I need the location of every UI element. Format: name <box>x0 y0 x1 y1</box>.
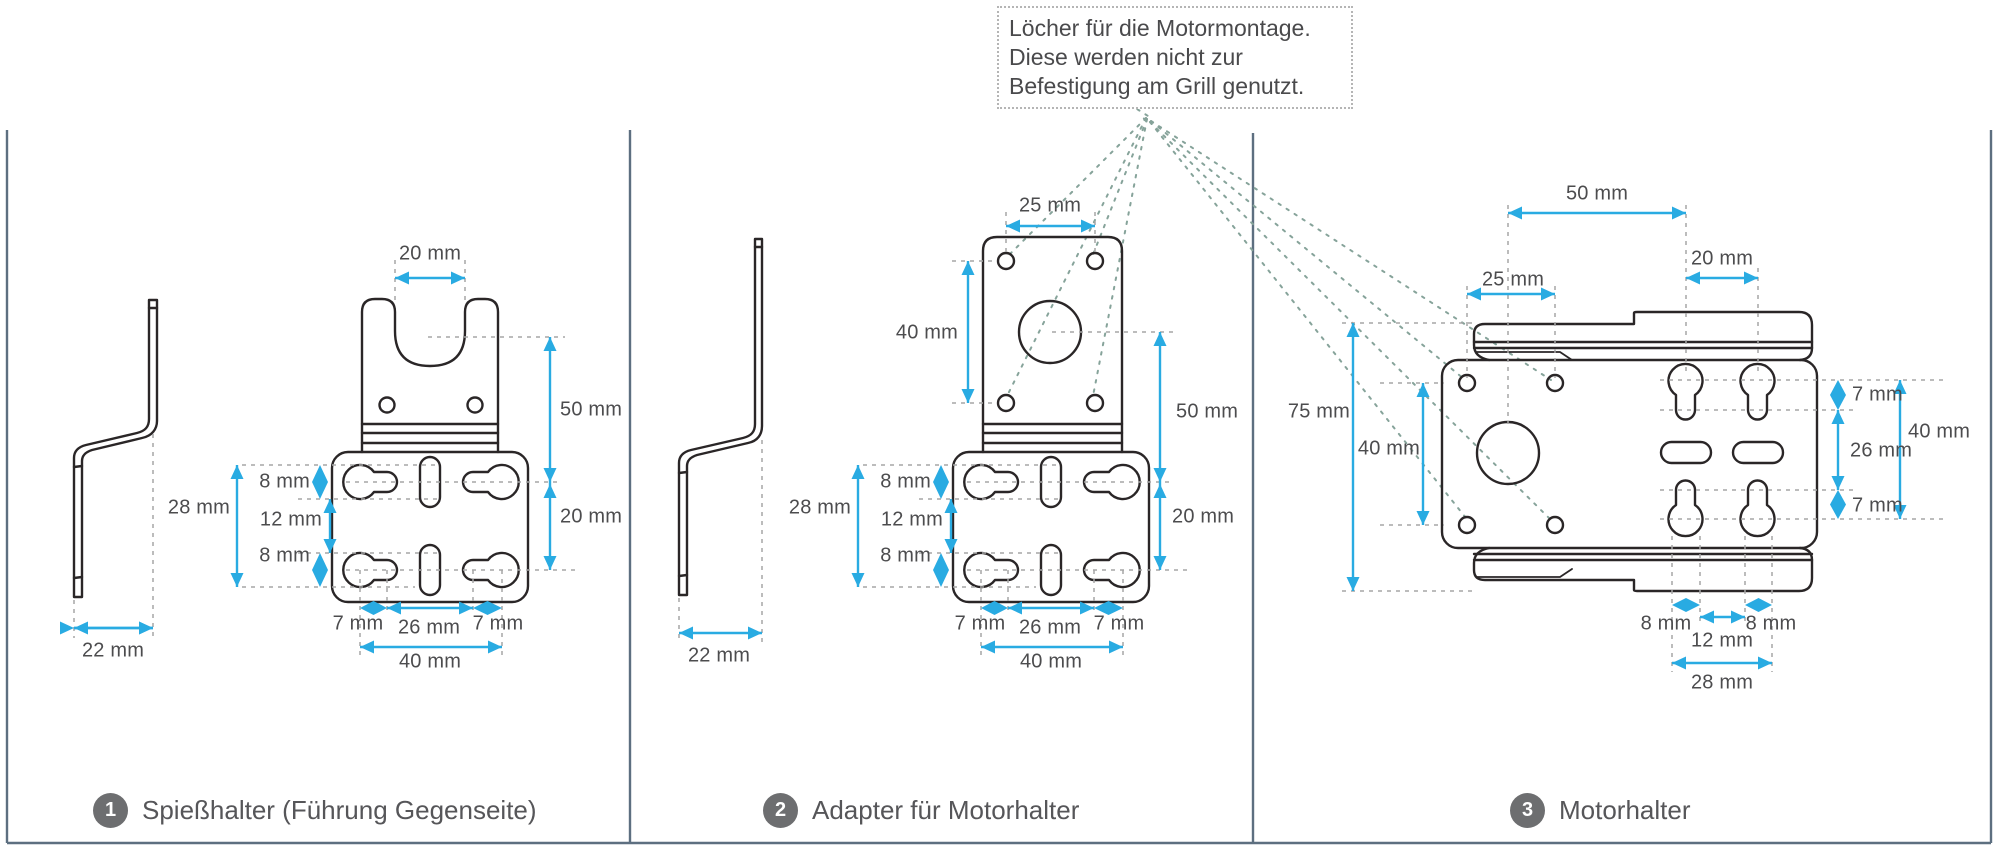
part-label-2: 2 Adapter für Motorhalter <box>763 793 1079 828</box>
part-label-text: Spießhalter (Führung Gegenseite) <box>142 795 537 825</box>
part-label-text: Motorhalter <box>1559 795 1691 825</box>
section3-front-view <box>1440 310 1819 593</box>
dim-s2-row-top: 8 mm <box>880 470 931 493</box>
dim-s2-height: 50 mm <box>1176 400 1239 423</box>
dim-s3-slot-left: 8 mm <box>1640 612 1692 635</box>
dim-s2-hole-span: 25 mm <box>1018 194 1082 217</box>
section1-reference-lines <box>73 260 578 655</box>
section3-dimensions <box>1346 206 1907 670</box>
dim-s2-col-mid: 26 mm <box>1018 616 1082 639</box>
dim-s2-col-right: 7 mm <box>1093 612 1145 635</box>
part-number-badge: 2 <box>763 793 798 828</box>
dim-s1-col-mid: 26 mm <box>397 616 461 639</box>
dim-s3-key-span: 20 mm <box>1690 247 1754 270</box>
section1-dimensions <box>60 271 557 654</box>
dim-s1-col-total: 40 mm <box>398 650 462 673</box>
dim-s1-height: 50 mm <box>560 398 623 421</box>
dim-s1-row-bot: 8 mm <box>259 544 310 567</box>
section1-profile-view <box>72 298 159 599</box>
callout-leader-lines <box>1006 99 1552 521</box>
dim-s2-row-gap: 20 mm <box>1172 505 1235 528</box>
section1-front-view <box>330 297 530 604</box>
dim-s3-key-mid: 26 mm <box>1850 439 1913 462</box>
dim-s3-top-span: 50 mm <box>1565 182 1629 205</box>
section2-profile-view <box>677 237 764 597</box>
dim-s3-hole-span: 25 mm <box>1481 268 1545 291</box>
note-box: Löcher für die Motormontage. Diese werde… <box>997 6 1353 109</box>
dim-s2-row-mid: 12 mm <box>880 508 943 531</box>
note-line: Löcher für die Motormontage. <box>1009 15 1311 41</box>
dim-s1-row-mid: 12 mm <box>259 508 322 531</box>
dim-s3-slot-mid: 12 mm <box>1690 629 1754 652</box>
frame-lines <box>5 130 1993 845</box>
dim-s1-rows-total: 28 mm <box>167 496 230 519</box>
section3-reference-lines <box>1342 205 1945 672</box>
dim-s3-slot-total: 28 mm <box>1690 671 1754 694</box>
dim-s3-key-bot: 7 mm <box>1852 494 1903 517</box>
dim-s3-hole-height: 40 mm <box>1357 437 1420 460</box>
dim-s1-profile-width: 22 mm <box>81 639 145 662</box>
dim-s2-row-bot: 8 mm <box>880 544 931 567</box>
dim-s2-col-total: 40 mm <box>1019 650 1083 673</box>
part-label-text: Adapter für Motorhalter <box>812 795 1080 825</box>
part-label-1: 1 Spießhalter (Führung Gegenseite) <box>93 793 537 828</box>
part-number-badge: 1 <box>93 793 128 828</box>
dim-s1-notch-width: 20 mm <box>398 242 462 265</box>
dim-s2-col-left: 7 mm <box>954 612 1006 635</box>
dim-s3-total-height: 75 mm <box>1287 400 1350 423</box>
section2-dimensions <box>679 219 1167 654</box>
dim-s1-row-top: 8 mm <box>259 470 310 493</box>
part-label-3: 3 Motorhalter <box>1510 793 1691 828</box>
note-line: Befestigung am Grill genutzt. <box>1009 73 1305 99</box>
dim-s3-slot-right: 8 mm <box>1745 612 1797 635</box>
note-line: Diese werden nicht zur <box>1009 44 1243 70</box>
dim-s2-profile-width: 22 mm <box>687 644 751 667</box>
dim-s2-rows-total: 28 mm <box>788 496 851 519</box>
section2-front-view <box>951 235 1151 604</box>
dim-s3-key-top: 7 mm <box>1852 383 1903 406</box>
part-number-badge: 3 <box>1510 793 1545 828</box>
dim-s1-row-gap: 20 mm <box>560 505 623 528</box>
dim-s2-hole-height: 40 mm <box>895 321 958 344</box>
dim-s3-key-total: 40 mm <box>1908 420 1971 443</box>
dim-s1-col-left: 7 mm <box>332 612 384 635</box>
dim-s1-col-right: 7 mm <box>472 612 524 635</box>
